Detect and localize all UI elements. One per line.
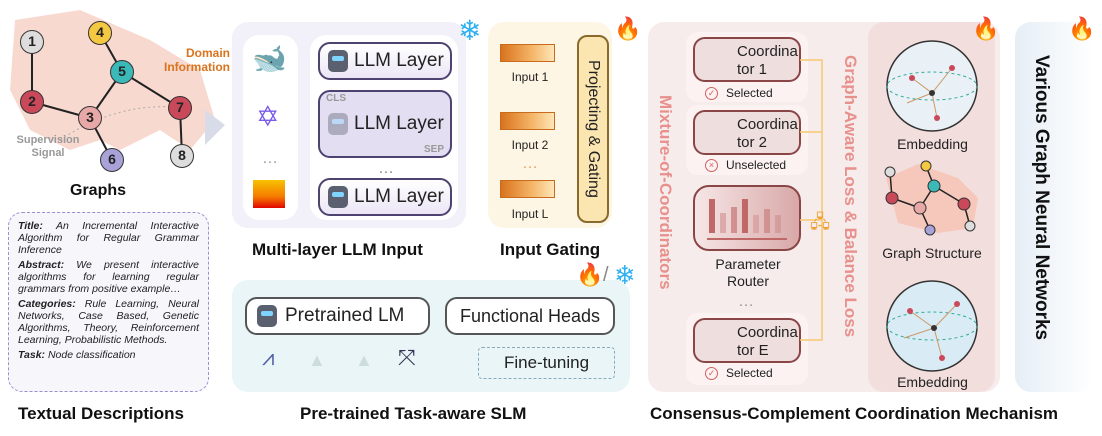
fire-icon: 🔥 <box>972 16 1000 41</box>
input-label-1: Input 1 <box>511 70 549 84</box>
input-label-2: Input 2 <box>511 138 549 152</box>
llm-layer-1[interactable]: LLM Layer <box>318 42 452 80</box>
graph-structure-mini <box>884 160 978 236</box>
desc-task: Task: Node classification <box>18 349 136 361</box>
deepseek-logo-icon: 🐋 <box>252 43 287 74</box>
graph-node-2: 2 <box>20 90 44 114</box>
robot-icon <box>328 186 348 208</box>
input-gating-label: Input Gating <box>500 240 601 259</box>
graph-node-8: 8 <box>170 144 194 168</box>
graphs-label: Graphs <box>70 182 127 199</box>
graph-aware-loss-label: Graph-Aware Loss & Balance Loss <box>841 55 860 338</box>
fire-icon: 🔥 <box>1068 16 1096 41</box>
mistral-logo-icon <box>253 180 285 208</box>
embedding-sphere-top <box>886 40 978 132</box>
coordinate-axes-icon: ⤧ <box>398 345 416 370</box>
robot-icon <box>328 113 348 135</box>
layer-ellipsis: … <box>378 160 394 177</box>
pretrained-lm-block[interactable]: Pretrained LM <box>245 297 430 335</box>
robot-icon <box>257 305 277 327</box>
check-icon: ✓ <box>705 86 718 100</box>
desc-title: Title: An Incremental Interactive Algori… <box>18 220 199 256</box>
check-icon: ✓ <box>705 366 718 380</box>
router-connection-lines <box>800 59 823 341</box>
token-cls: CLS <box>326 93 346 104</box>
coordinator-E[interactable]: Coordina tor E <box>693 318 801 363</box>
input-ellipsis: … <box>522 155 538 172</box>
embedding-sphere-bottom <box>886 280 978 372</box>
llm-layer-3[interactable]: LLM Layer <box>318 178 452 216</box>
parameter-router-block[interactable] <box>693 185 801 251</box>
robot-icon <box>328 50 348 72</box>
desc-abstract: Abstract: We present interactive algorit… <box>18 259 199 295</box>
multi-layer-llm-input-label: Multi-layer LLM Input <box>252 240 423 259</box>
functional-heads-block[interactable]: Functional Heads <box>445 297 615 335</box>
token-sep: SEP <box>424 144 445 155</box>
graph-node-6: 6 <box>100 148 124 172</box>
fire-icon: 🔥 <box>576 262 604 287</box>
graph-structure-label: Graph Structure <box>882 245 982 261</box>
input-vector-L <box>500 180 555 198</box>
coordination-mechanism-label: Consensus-Complement Coordination Mechan… <box>650 404 1059 423</box>
llm-layer-2[interactable]: LLM Layer <box>318 90 452 158</box>
up-arrow-icon: ▲ <box>308 350 326 370</box>
coordinator-1[interactable]: Coordina tor 1 <box>693 37 801 82</box>
coordinator-1-status: ✓Selected <box>705 86 773 100</box>
coordinator-2-status: ×Unselected <box>705 158 786 172</box>
distribution-icon: ⩘ <box>262 345 275 370</box>
input-vector-2 <box>500 112 555 130</box>
slash-divider: / <box>603 264 609 286</box>
network-switch-icon: 🖧 <box>810 212 831 232</box>
domain-information-label: Domain Information <box>164 46 230 74</box>
various-gnn-label: Various Graph Neural Networks <box>1031 55 1052 341</box>
qwen-logo-icon: ✡ <box>256 101 280 132</box>
logo-ellipsis: … <box>262 150 278 167</box>
desc-categories: Categories: Rule Learning, Neural Networ… <box>18 298 199 346</box>
input-vector-1 <box>500 44 555 62</box>
snowflake-icon: ❄ <box>458 15 482 46</box>
snowflake-icon: ❄ <box>614 260 636 290</box>
embedding-top-label: Embedding <box>897 136 968 152</box>
fine-tuning-block[interactable]: Fine-tuning <box>478 347 615 379</box>
cross-icon: × <box>705 158 718 172</box>
pretrained-slm-label: Pre-trained Task-aware SLM <box>300 404 527 423</box>
graph-node-5: 5 <box>110 60 134 84</box>
graph-node-7: 7 <box>168 96 192 120</box>
projecting-gating-block[interactable]: Projecting & Gating <box>577 35 609 223</box>
embedding-bottom-label: Embedding <box>897 374 968 390</box>
coordinator-2[interactable]: Coordina tor 2 <box>693 110 801 155</box>
mixture-of-coordinators-label: Mixture-of-Coordinators <box>656 95 675 290</box>
graph-node-1: 1 <box>20 30 44 54</box>
coordinator-ellipsis: … <box>738 293 754 310</box>
gnn-panel <box>1015 22 1095 392</box>
graph-node-4: 4 <box>88 21 112 45</box>
coordinator-E-status: ✓Selected <box>705 366 773 380</box>
parameter-router-label: Parameter Router <box>715 256 781 289</box>
textual-descriptions-label: Textual Descriptions <box>18 404 184 423</box>
supervision-signal-label: Supervision Signal <box>16 134 80 159</box>
textual-description-card: Title: An Incremental Interactive Algori… <box>8 212 209 392</box>
router-bars-icon <box>707 199 787 240</box>
graph-node-3: 3 <box>78 106 102 130</box>
up-arrow-icon: ▲ <box>355 350 373 370</box>
fire-icon: 🔥 <box>614 16 642 41</box>
input-label-L: Input L <box>511 207 549 221</box>
